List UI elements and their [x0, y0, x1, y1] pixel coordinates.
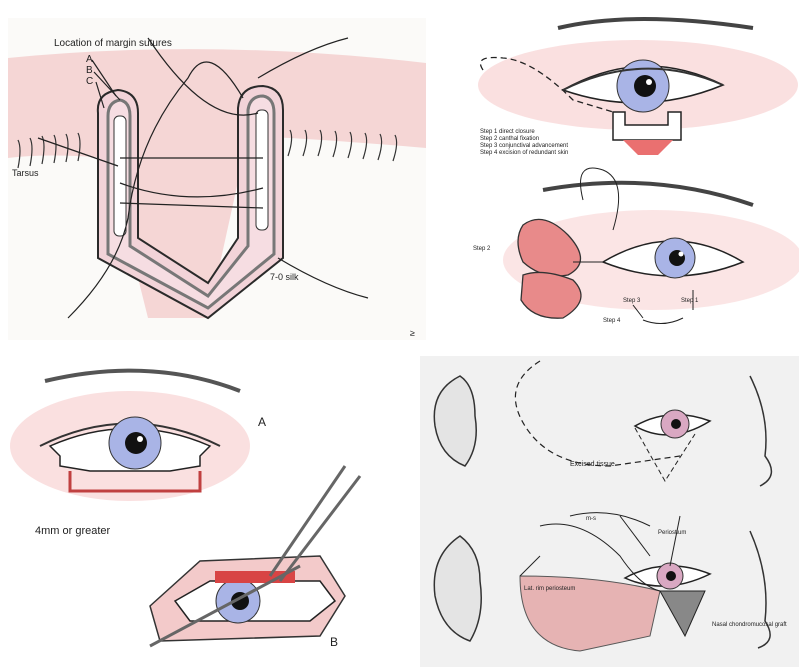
layer-label-c: C	[86, 76, 93, 87]
step1-label: Step 1	[681, 298, 699, 304]
panel-closure-steps: Step 1 direct closure Step 2 canthal fix…	[453, 0, 799, 338]
excised-tissue-label: Excised tissue	[570, 461, 615, 468]
top-label-ms: m-s	[586, 516, 596, 522]
figure-label-a: A	[258, 415, 266, 429]
closure-steps-diagram: Step 1 direct closure Step 2 canthal fix…	[453, 0, 799, 338]
silk-label: 7-0 silk	[270, 272, 299, 282]
panel-facial-graft: Excised tissue m-s Periostium Lat. rim p…	[420, 356, 799, 667]
step-item-2: Step 2 canthal fixation	[480, 136, 539, 142]
margin-sutures-diagram: Location of margin sutures A B C Tarsus …	[8, 18, 426, 340]
periosteum-label: Lat. rim periosteum	[524, 586, 575, 592]
nasal-graft-label: Nasal chondromucosal graft	[712, 622, 787, 628]
top-label-periostium: Periostium	[658, 530, 686, 536]
panel-margin-sutures: Location of margin sutures A B C Tarsus …	[8, 18, 426, 340]
panel-defect-repair: A 4mm or greater B	[0, 346, 378, 667]
step-item-3: Step 3 conjunctival advancement	[480, 143, 568, 149]
corner-mark: ≥	[410, 328, 415, 338]
figure-label-b: B	[330, 635, 338, 649]
diagram-title: Location of margin sutures	[54, 38, 172, 49]
tarsus-label: Tarsus	[12, 168, 39, 178]
step-item-1: Step 1 direct closure	[480, 129, 535, 135]
step3-label: Step 3	[623, 298, 641, 304]
layer-label-b: B	[86, 65, 93, 76]
step-item-4: Step 4 excision of redundant skin	[480, 150, 568, 156]
step-list: Step 1 direct closure Step 2 canthal fix…	[480, 129, 568, 156]
layer-label-a: A	[86, 54, 93, 65]
size-note: 4mm or greater	[35, 525, 111, 537]
step2-label: Step 2	[473, 246, 491, 252]
step4-label: Step 4	[603, 318, 621, 324]
facial-graft-diagram: Excised tissue m-s Periostium Lat. rim p…	[420, 356, 799, 667]
defect-repair-diagram: A 4mm or greater B	[0, 346, 378, 667]
